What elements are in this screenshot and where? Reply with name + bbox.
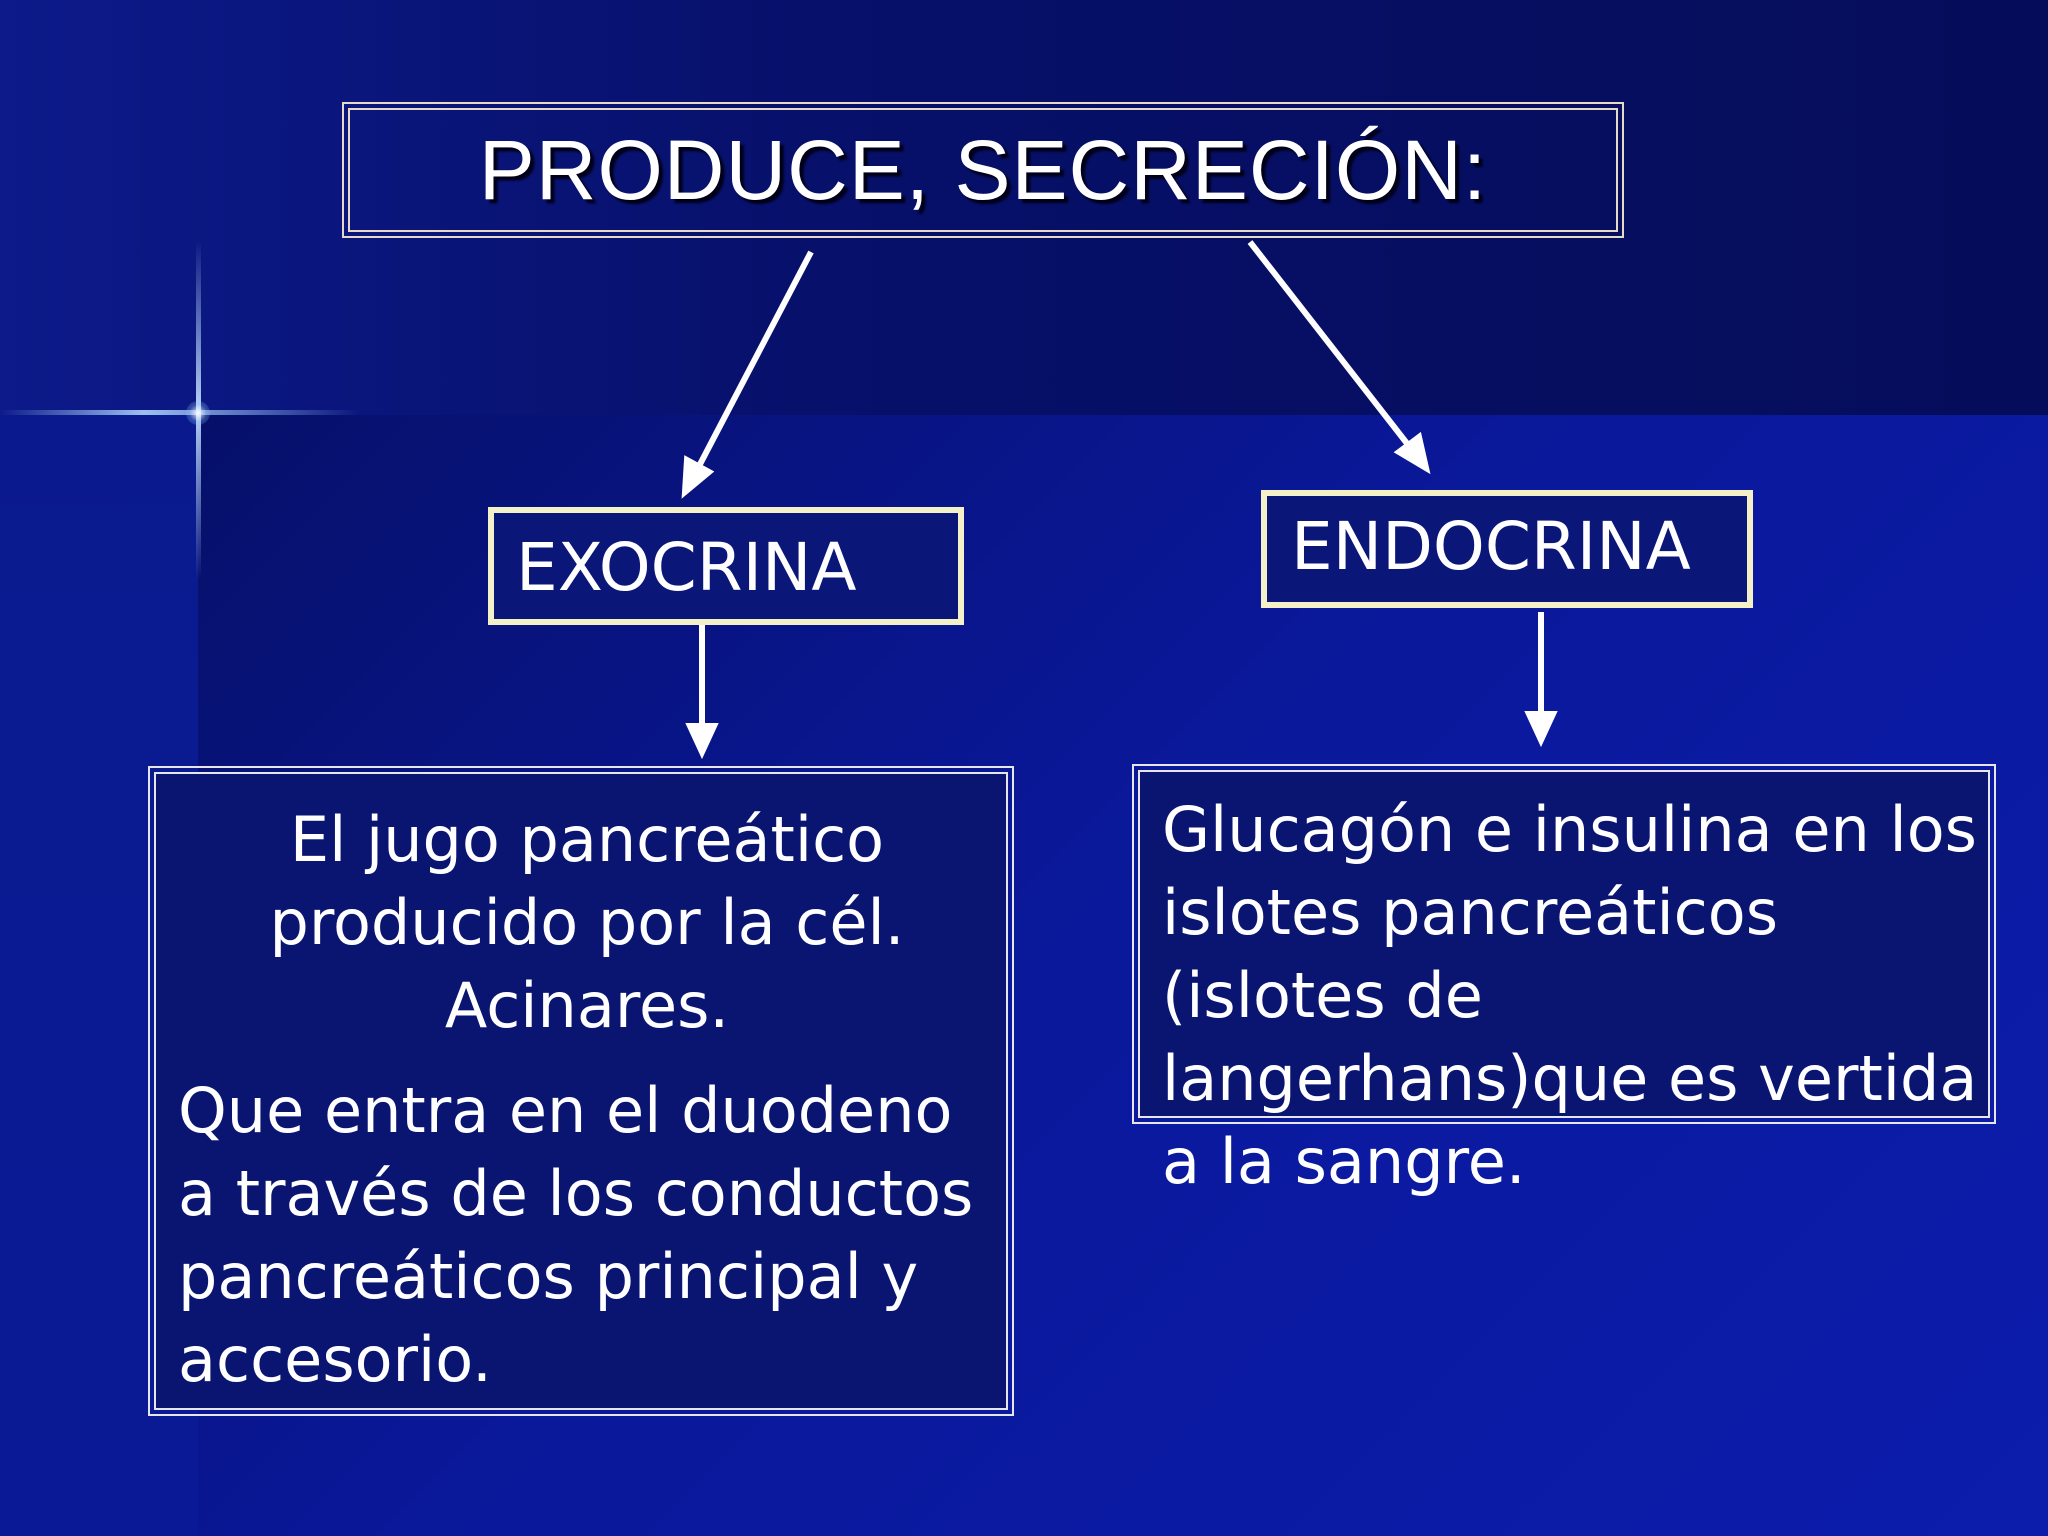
title-inner-frame: PRODUCE, SECRECIÓN:	[348, 108, 1618, 232]
background-top	[0, 0, 2048, 415]
light-flare-center	[186, 401, 210, 425]
endocrina-label: ENDOCRINA	[1291, 508, 1691, 585]
endocrina-label-box: ENDOCRINA	[1261, 490, 1753, 608]
exocrina-label-box: EXOCRINA	[488, 507, 964, 625]
endocrina-description-paragraph: Glucagón e insulina en los islotes pancr…	[1162, 793, 1978, 1198]
exocrina-description-inner: El jugo pancreático producido por la cél…	[154, 772, 1008, 1410]
exocrina-description-paragraph-1: El jugo pancreático producido por la cél…	[269, 803, 905, 1042]
exocrina-label: EXOCRINA	[516, 529, 857, 606]
exocrina-description-box: El jugo pancreático producido por la cél…	[148, 766, 1014, 1416]
arrow-title-to-exocrina	[694, 250, 814, 472]
arrowhead-title-to-endocrina	[1393, 431, 1431, 475]
exocrina-description-paragraph-2: Que entra en el duodeno a través de los …	[178, 1074, 974, 1396]
arrowhead-exocrina-to-description	[685, 723, 719, 760]
light-flare-horizontal	[0, 410, 360, 415]
title-box: PRODUCE, SECRECIÓN:	[342, 102, 1624, 238]
arrowhead-endocrina-to-description	[1524, 711, 1558, 748]
slide-title: PRODUCE, SECRECIÓN:	[478, 122, 1488, 217]
endocrina-description-box: Glucagón e insulina en los islotes pancr…	[1132, 764, 1996, 1198]
endocrina-description-inner: Glucagón e insulina en los islotes pancr…	[1138, 770, 1990, 1198]
arrowhead-title-to-exocrina	[681, 455, 715, 499]
arrow-title-to-endocrina	[1247, 240, 1412, 448]
